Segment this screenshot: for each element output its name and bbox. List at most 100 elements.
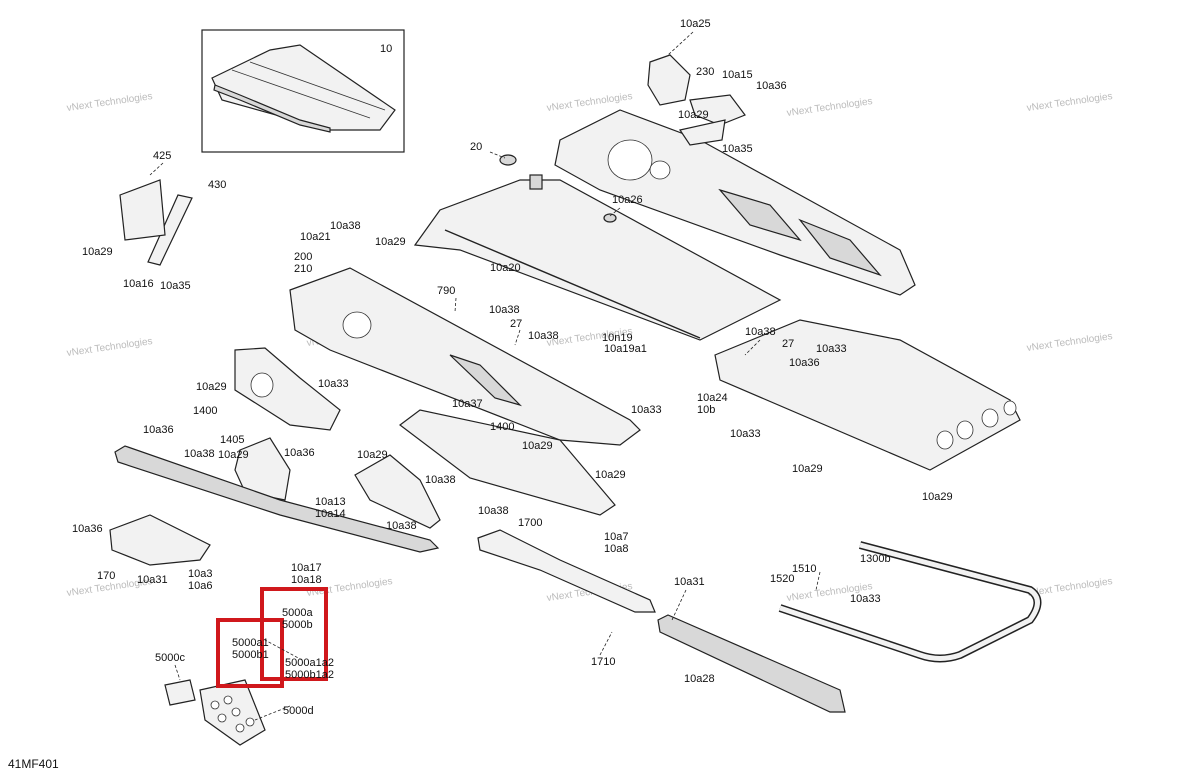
- part-label-10a36: 10a36: [72, 523, 103, 535]
- part-label-27: 27: [782, 338, 794, 350]
- leader-line: [667, 31, 694, 56]
- rail-10a17: [114, 445, 440, 553]
- part-label-230: 230: [696, 66, 714, 78]
- bracket-group-170: [109, 514, 211, 566]
- leader-line: [254, 705, 291, 721]
- leader-line: [599, 631, 613, 656]
- part-label-5000b1a2: 5000b1a2: [285, 669, 334, 681]
- part-label-5000d: 5000d: [283, 705, 314, 717]
- bracket-10a16-group: [119, 179, 193, 266]
- watermark: vNext Technologies: [66, 336, 153, 359]
- part-label-10a17: 10a17: [291, 562, 322, 574]
- part-label-10a29: 10a29: [595, 469, 626, 481]
- leader-line: [454, 297, 457, 313]
- part-label-5000a: 5000a: [282, 607, 313, 619]
- tunnel-vent-2: [798, 218, 882, 277]
- part-label-10a36: 10a36: [284, 447, 315, 459]
- part-label-10a24: 10a24: [697, 392, 728, 404]
- part-label-10a38: 10a38: [489, 304, 520, 316]
- inset-chassis: [211, 44, 396, 131]
- leader-lines: [149, 31, 821, 721]
- part-label-10n19: 10n19: [602, 332, 633, 344]
- part-label-10a6: 10a6: [188, 580, 212, 592]
- right-tunnel-front: [714, 319, 1021, 471]
- running-board-10a7: [399, 409, 616, 516]
- leader-line: [264, 639, 303, 661]
- rail-10a28: [657, 614, 846, 713]
- part-label-10a19a1: 10a19a1: [604, 343, 647, 355]
- part-label-170: 170: [97, 570, 115, 582]
- part-label-1510: 1510: [792, 563, 816, 575]
- plate-1400: [234, 347, 341, 431]
- part-label-10a3: 10a3: [188, 568, 212, 580]
- part-label-425: 425: [153, 150, 171, 162]
- cap-10a26: [603, 213, 617, 223]
- side-vent: [449, 354, 523, 407]
- support-10a15: [689, 94, 746, 126]
- part-label-1405: 1405: [220, 434, 244, 446]
- part-label-10a38: 10a38: [745, 326, 776, 338]
- diagram-code: 41MF401: [8, 757, 59, 771]
- highlight-box-5000a: [260, 587, 328, 681]
- part-label-200: 200: [294, 251, 312, 263]
- part-label-10a29: 10a29: [678, 109, 709, 121]
- part-label-20: 20: [470, 141, 482, 153]
- part-label-10a38: 10a38: [425, 474, 456, 486]
- part-label-10a33: 10a33: [631, 404, 662, 416]
- part-label-1710: 1710: [591, 656, 615, 668]
- part-label-5000a1: 5000a1: [232, 637, 269, 649]
- part-label-10a36: 10a36: [789, 357, 820, 369]
- leader-line: [174, 664, 181, 681]
- part-label-10a16: 10a16: [123, 278, 154, 290]
- part-label-10a14: 10a14: [315, 508, 346, 520]
- tunnel-plate-10n19: [413, 179, 782, 341]
- part-label-1400: 1400: [490, 421, 514, 433]
- part-label-10a29: 10a29: [792, 463, 823, 475]
- part-label-10a38: 10a38: [528, 330, 559, 342]
- leader-line: [514, 329, 521, 346]
- part-label-10a8: 10a8: [604, 543, 628, 555]
- part-label-10a29: 10a29: [522, 440, 553, 452]
- plate-10a35: [679, 119, 726, 146]
- part-label-10a31: 10a31: [674, 576, 705, 588]
- watermark: vNext Technologies: [786, 96, 873, 119]
- bracket-10a25: [647, 54, 691, 106]
- part-label-10a13: 10a13: [315, 496, 346, 508]
- leader-line: [744, 339, 761, 356]
- part-label-10a20: 10a20: [490, 262, 521, 274]
- extrusion-1700: [477, 529, 656, 613]
- part-label-10a38: 10a38: [184, 448, 215, 460]
- plate-5000c: [164, 679, 196, 706]
- part-label-1300b: 1300b: [860, 553, 891, 565]
- part-label-1700: 1700: [518, 517, 542, 529]
- part-label-10a29: 10a29: [218, 449, 249, 461]
- cap-20: [499, 154, 517, 166]
- part-label-27: 27: [510, 318, 522, 330]
- highlight-box-5000a1: [216, 618, 284, 688]
- part-label-10a33: 10a33: [730, 428, 761, 440]
- part-label-790: 790: [437, 285, 455, 297]
- part-label-10a29: 10a29: [922, 491, 953, 503]
- bracket-10a3: [109, 514, 211, 566]
- leader-line: [671, 589, 687, 621]
- tunnel-top-plate: [413, 154, 782, 341]
- inset-overview: 10: [201, 29, 405, 153]
- part-label-10a26: 10a26: [612, 194, 643, 206]
- rear-bumper: [778, 541, 1042, 663]
- watermark: vNext Technologies: [66, 91, 153, 114]
- part-label-10a18: 10a18: [291, 574, 322, 586]
- tunnel-vent: [718, 188, 802, 242]
- bumper-1300b: [778, 541, 1042, 663]
- part-label-10a33: 10a33: [318, 378, 349, 390]
- part-label-10a38: 10a38: [330, 220, 361, 232]
- part-label-10a7: 10a7: [604, 531, 628, 543]
- grab-handle-5000: [164, 679, 266, 746]
- part-label-5000b: 5000b: [282, 619, 313, 631]
- part-label-10a36: 10a36: [756, 80, 787, 92]
- part-label-10a35: 10a35: [722, 143, 753, 155]
- bracket-1405: [234, 437, 291, 501]
- part-label-5000a1a2: 5000a1a2: [285, 657, 334, 669]
